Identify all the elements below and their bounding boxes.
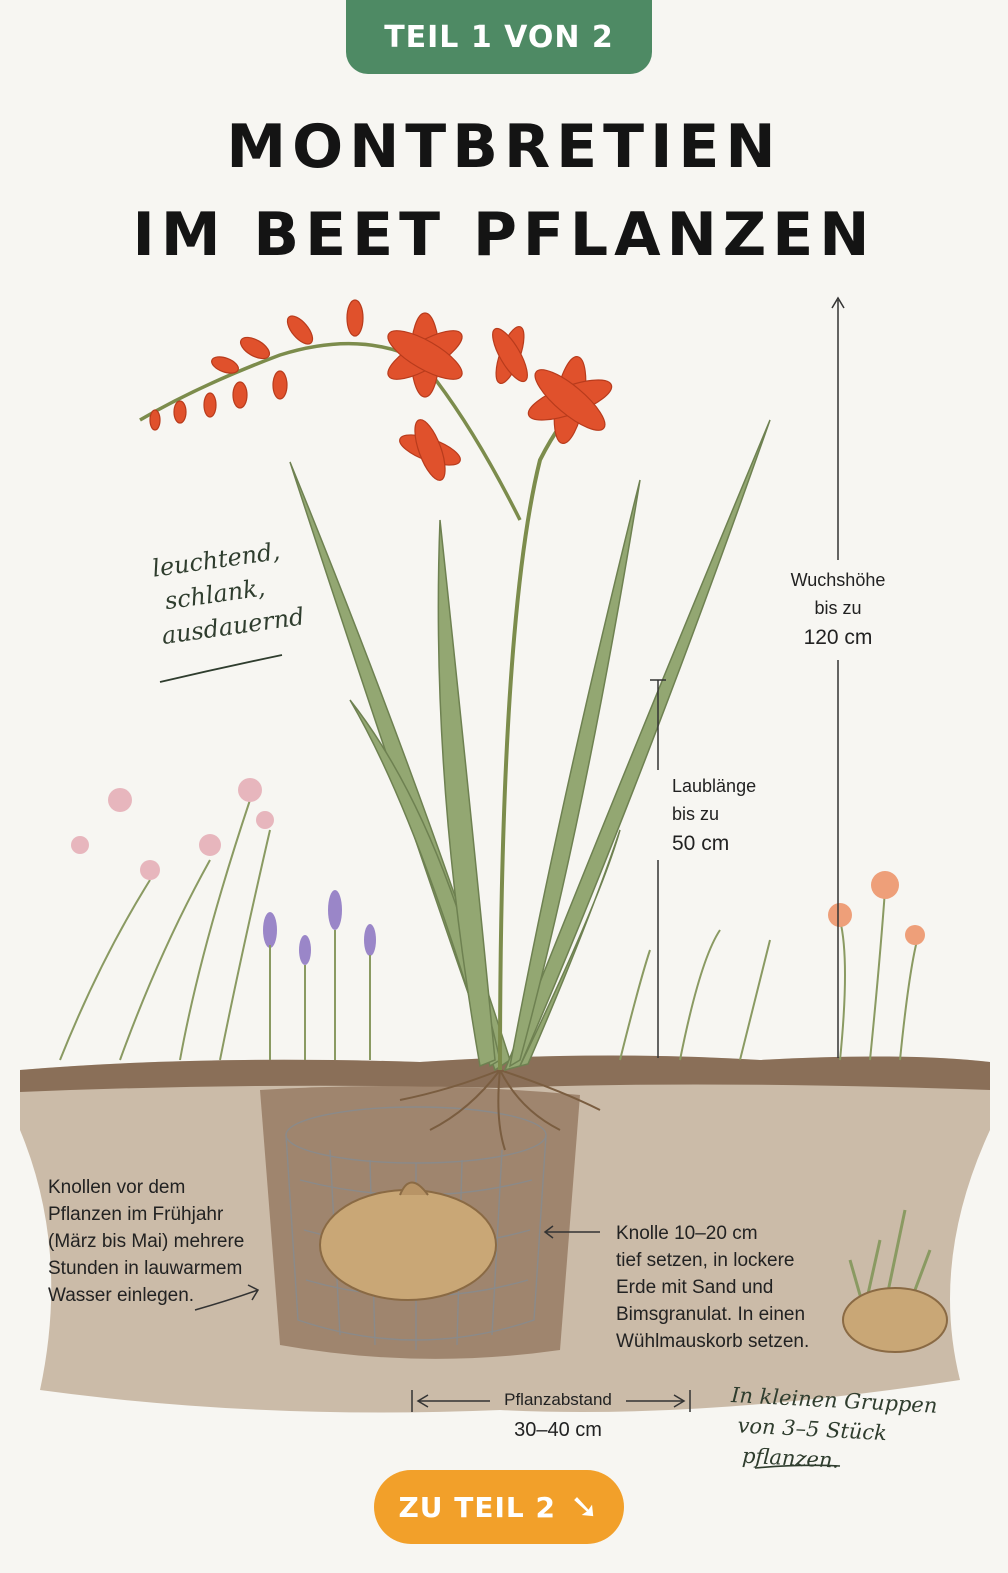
planting-note-line: Erde mit Sand und [616, 1277, 774, 1298]
spacing-label-text: Pflanzabstand [504, 1390, 612, 1409]
roots [399, 1069, 601, 1151]
arrow-down-right-icon: ➘ [570, 1487, 600, 1527]
leaf-label-1: Laublänge [672, 776, 757, 796]
spacing-measure-line [411, 1390, 691, 1412]
handnote-top: leuchtend, schlank, ausdauernd [150, 532, 307, 653]
planting-note-line: tief setzen, in lockere [616, 1250, 795, 1271]
flowers [149, 299, 613, 481]
planting-note-line: Wühlmauskorb setzen. [616, 1331, 810, 1352]
height-label-2: bis zu [814, 598, 862, 618]
companion-plants-left [59, 778, 376, 1061]
handnote-bottom: In kleinen Gruppen von 3–5 Stück pflanze… [727, 1380, 938, 1481]
next-part-label: ZU TEIL 2 [398, 1490, 556, 1524]
height-measure-label: Wuchshöhe bis zu 120 cm [786, 566, 890, 654]
handnote-underline-bottom [754, 1464, 841, 1469]
spacing-label: Pflanzabstand 30–40 cm [490, 1386, 626, 1446]
soak-note-line: Pflanzen im Frühjahr [48, 1204, 224, 1225]
title-line-1: MONTBRETIEN [226, 112, 782, 182]
planting-note: Knolle 10–20 cm tief setzen, in lockere … [616, 1220, 809, 1355]
height-measure-line [831, 296, 845, 1058]
handnote-underline [159, 654, 283, 683]
leaf-measure-label: Laublänge bis zu 50 cm [672, 772, 756, 860]
height-value: 120 cm [803, 626, 873, 649]
planting-note-line: Bimsgranulat. In einen [616, 1304, 806, 1325]
soak-note-line: Knollen vor dem [48, 1177, 186, 1198]
part-badge: TEIL 1 VON 2 [346, 0, 652, 74]
height-label-1: Wuchshöhe [790, 570, 886, 590]
soak-note-line: Wasser einlegen. [48, 1285, 195, 1306]
next-part-button[interactable]: ZU TEIL 2 ➘ [374, 1470, 624, 1544]
soak-note-line: (März bis Mai) mehrere [48, 1231, 245, 1252]
soak-note: Knollen vor dem Pflanzen im Frühjahr (Mä… [48, 1174, 244, 1309]
corm-pointer-arrow [543, 1225, 600, 1239]
leaf-label-2: bis zu [672, 804, 720, 824]
corm-illustration [319, 1181, 497, 1301]
companion-plants-right [619, 871, 948, 1353]
spacing-value: 30–40 cm [514, 1419, 602, 1441]
title-line-2: IM BEET PFLANZEN [132, 200, 876, 270]
soak-note-line: Stunden in lauwarmem [48, 1258, 243, 1279]
foliage [289, 419, 771, 1072]
leaf-measure-line [650, 679, 666, 1058]
flower-spike [139, 341, 522, 521]
planting-note-line: Knolle 10–20 cm [616, 1223, 758, 1244]
leaf-value: 50 cm [672, 832, 730, 855]
soak-pointer-arrow [194, 1284, 260, 1311]
